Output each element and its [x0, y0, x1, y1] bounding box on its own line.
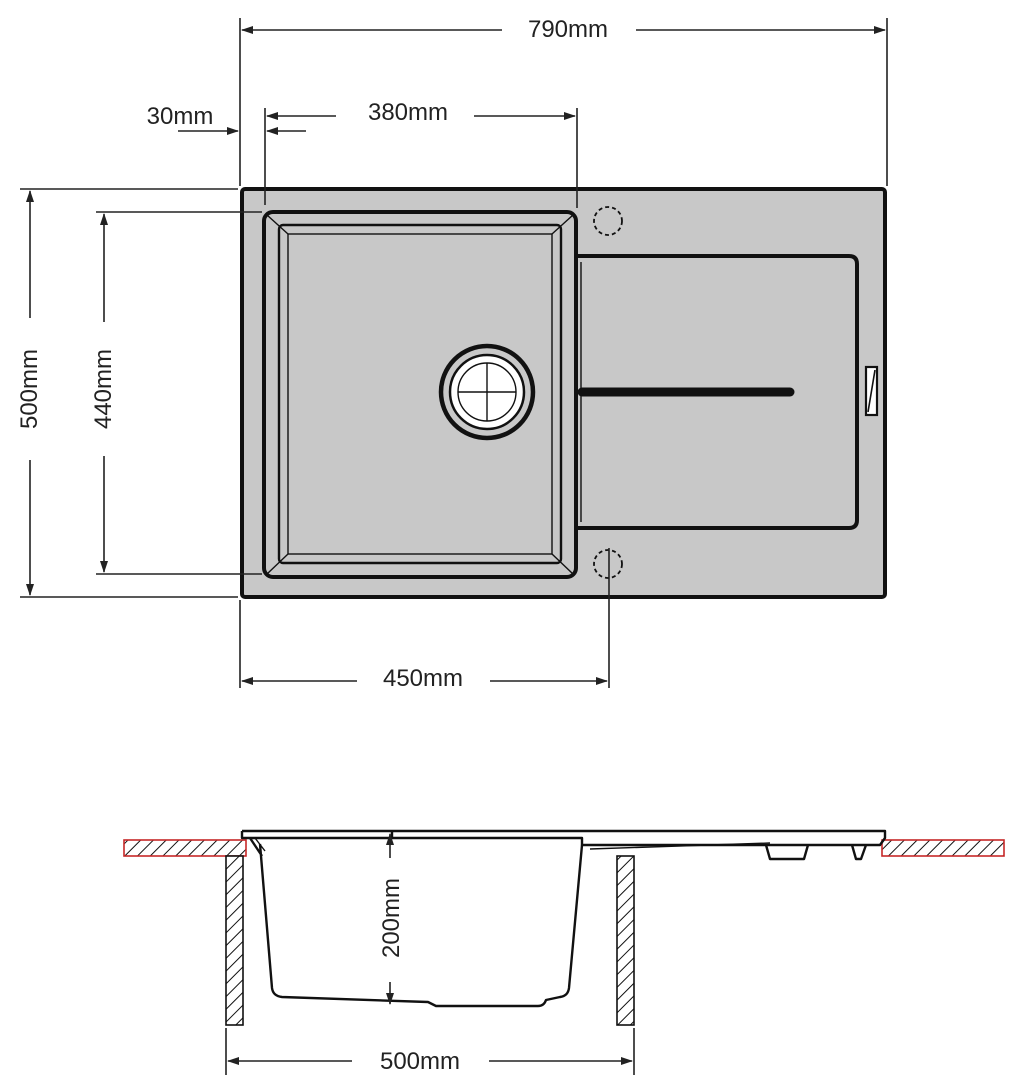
bowl-width-label: 380mm — [368, 99, 448, 126]
bowl-width-dimension: 380mm — [264, 99, 578, 208]
bowl-offset-label: 30mm — [147, 103, 214, 130]
countertop-right — [881, 839, 1005, 857]
section-view — [123, 829, 1005, 1026]
tap-hole-offset-dimension: 450mm — [239, 548, 610, 692]
drainer-area — [575, 254, 859, 530]
cabinet-wall-right — [616, 855, 635, 1026]
overall-width-dimension: 790mm — [239, 16, 888, 186]
drain-icon — [438, 343, 536, 441]
sink-plate — [240, 187, 887, 599]
bowl-depth-dimension: 440mm — [90, 211, 262, 575]
tap-hole-offset-label: 450mm — [383, 665, 463, 692]
overall-depth-label: 500mm — [16, 349, 43, 429]
overall-depth-dimension: 500mm — [16, 188, 238, 598]
bowl-depth-label: 440mm — [90, 349, 117, 429]
tap-hole-icon — [593, 549, 623, 579]
bowl-outline — [262, 210, 578, 579]
top-view — [240, 187, 887, 599]
bowl-height-dimension: 200mm — [378, 833, 405, 1005]
overflow-slot-icon — [864, 365, 879, 417]
drainer-section — [764, 844, 868, 861]
bowl-section — [249, 837, 584, 1008]
bowl-offset-dimension: 30mm — [147, 103, 306, 135]
bowl-height-label: 200mm — [378, 878, 405, 958]
sink-rim-section — [242, 829, 887, 847]
countertop-left — [123, 839, 247, 857]
cabinet-wall-left — [225, 855, 244, 1026]
tap-hole-icon — [593, 206, 623, 236]
overall-width-label: 790mm — [528, 16, 608, 43]
cabinet-width-label: 500mm — [380, 1048, 460, 1075]
cabinet-width-dimension: 500mm — [225, 1028, 635, 1075]
